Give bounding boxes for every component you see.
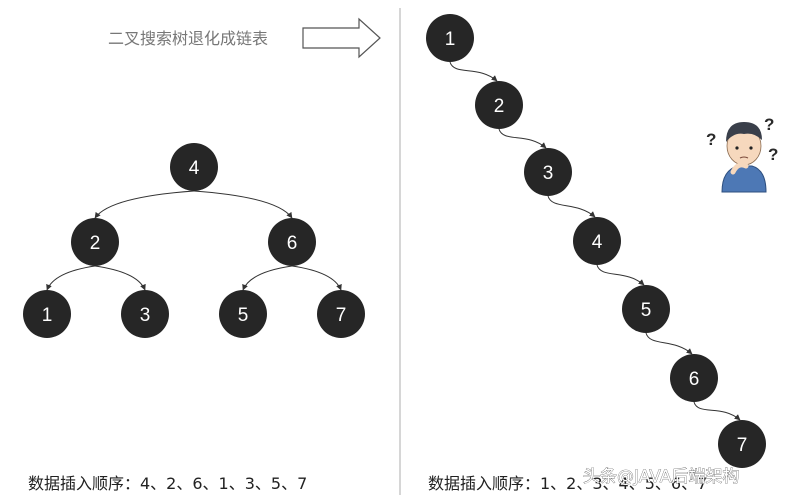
tree-node: 5 bbox=[219, 290, 267, 338]
question-mark-icon: ? bbox=[768, 145, 778, 164]
chain-edge-arrow bbox=[498, 128, 547, 149]
right-arrow-icon bbox=[302, 17, 381, 59]
chain-node-label: 4 bbox=[592, 232, 603, 253]
chain-node: 2 bbox=[475, 81, 523, 129]
chain-edge-arrow bbox=[693, 401, 741, 421]
tree-node: 3 bbox=[121, 290, 169, 338]
chain-node: 3 bbox=[524, 148, 572, 196]
tree-node: 2 bbox=[71, 218, 119, 266]
balanced-tree-nodes: 4 2 6 1 3 5 7 bbox=[23, 143, 365, 338]
balanced-tree-caption: 数据插入顺序：4、2、6、1、3、5、7 bbox=[28, 474, 307, 493]
confused-person-icon: ? ? ? bbox=[706, 115, 778, 193]
tree-node: 4 bbox=[170, 143, 218, 191]
tree-node-label: 4 bbox=[189, 158, 200, 179]
degenerate-tree-caption: 数据插入顺序：1、2、3、4、5、6、7 bbox=[428, 474, 707, 493]
tree-node-label: 1 bbox=[42, 305, 53, 326]
chain-node: 1 bbox=[426, 14, 474, 62]
chain-node-label: 2 bbox=[494, 96, 505, 117]
watermark: 头条@JAVA后端架构 bbox=[583, 467, 739, 487]
tree-edge-arrow bbox=[46, 265, 96, 291]
tree-edge-arrow bbox=[193, 190, 293, 219]
chain-edge-arrow bbox=[449, 61, 498, 82]
tree-node-label: 7 bbox=[336, 305, 347, 326]
chain-node-label: 6 bbox=[689, 369, 700, 390]
chain-node: 5 bbox=[622, 285, 670, 333]
tree-edge-arrow bbox=[291, 265, 342, 291]
question-mark-icon: ? bbox=[706, 130, 716, 149]
tree-node: 6 bbox=[268, 218, 316, 266]
tree-edge-arrow bbox=[242, 265, 293, 291]
tree-node: 1 bbox=[23, 290, 71, 338]
tree-node-label: 5 bbox=[238, 305, 249, 326]
chain-node: 4 bbox=[573, 217, 621, 265]
degenerate-tree: 1 2 3 4 5 6 7 数据插入顺序：1、2、3、4、5、6、7 bbox=[426, 14, 766, 493]
balanced-tree-edges bbox=[46, 190, 342, 291]
chain-edge-arrow bbox=[645, 332, 693, 355]
tree-node-label: 2 bbox=[90, 233, 101, 254]
tree-edge-arrow bbox=[94, 265, 146, 291]
chain-node-label: 1 bbox=[445, 29, 456, 50]
tree-node-label: 3 bbox=[140, 305, 151, 326]
question-mark-icon: ? bbox=[764, 115, 774, 134]
tree-node-label: 6 bbox=[287, 233, 298, 254]
tree-edge-arrow bbox=[94, 190, 195, 219]
chain-node-label: 3 bbox=[543, 163, 554, 184]
chain-edge-arrow bbox=[547, 195, 596, 218]
chain-node-label: 5 bbox=[641, 300, 652, 321]
chain-node-label: 7 bbox=[737, 435, 748, 456]
degenerate-tree-nodes: 1 2 3 4 5 6 7 bbox=[426, 14, 766, 468]
tree-node: 7 bbox=[317, 290, 365, 338]
chain-node: 7 bbox=[718, 420, 766, 468]
balanced-tree: 4 2 6 1 3 5 7 数据插入顺序：4、2、6、1、3、5、7 bbox=[23, 143, 365, 493]
diagram-title: 二叉搜索树退化成链表 bbox=[108, 29, 268, 48]
chain-edge-arrow bbox=[596, 264, 645, 286]
degenerate-tree-edges bbox=[449, 61, 741, 421]
chain-node: 6 bbox=[670, 354, 718, 402]
